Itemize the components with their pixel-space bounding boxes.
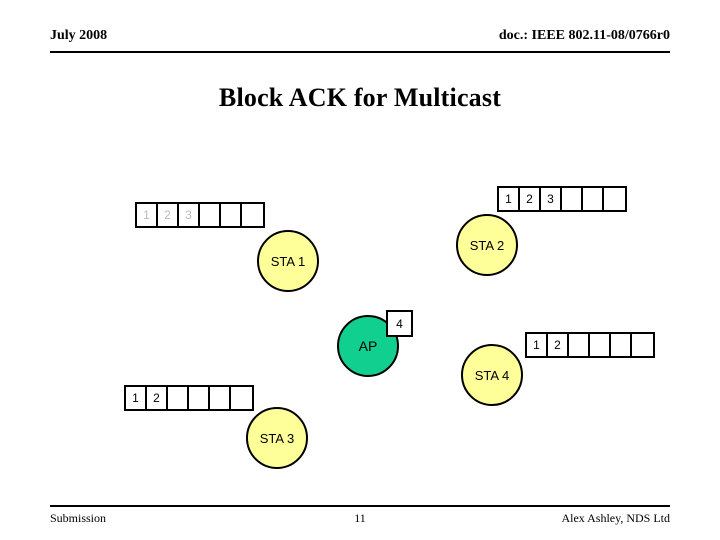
- buffer-cell: [210, 387, 231, 409]
- buffer-cell: 2: [158, 204, 179, 226]
- buffer-cell: 3: [179, 204, 200, 226]
- header-document-id: doc.: IEEE 802.11-08/0766r0: [498, 28, 670, 43]
- buffer-cell: 2: [520, 188, 541, 210]
- buffer-cell: [231, 387, 252, 409]
- buffer-sta-1: 1 2 3: [135, 202, 265, 228]
- buffer-cell: [632, 334, 653, 356]
- node-label: STA 1: [270, 253, 306, 269]
- slide-header: July 2008 doc.: IEEE 802.11-08/0766r0: [50, 28, 670, 52]
- buffer-cell: 1: [527, 334, 548, 356]
- node-sta-1: STA 1: [257, 230, 319, 292]
- buffer-cell: 3: [541, 188, 562, 210]
- node-sta-3: STA 3: [246, 407, 308, 469]
- buffer-cell: [611, 334, 632, 356]
- buffer-sta-3: 1 2: [124, 385, 254, 411]
- node-label: STA 3: [259, 430, 295, 446]
- buffer-cell: [604, 188, 625, 210]
- node-sta-4: STA 4: [461, 344, 523, 406]
- buffer-cell: [569, 334, 590, 356]
- buffer-cell: [583, 188, 604, 210]
- buffer-cell: [200, 204, 221, 226]
- buffer-cell: 2: [548, 334, 569, 356]
- page-title: Block ACK for Multicast: [218, 83, 502, 112]
- node-label: STA 4: [474, 367, 510, 383]
- ap-pending-packet-label: 4: [396, 316, 403, 331]
- buffer-cell: 1: [499, 188, 520, 210]
- footer-divider: [50, 505, 670, 507]
- slide-footer: 11 Submission Alex Ashley, NDS Ltd: [50, 511, 670, 529]
- buffer-cell: [562, 188, 583, 210]
- buffer-cell: [168, 387, 189, 409]
- header-date: July 2008: [50, 28, 108, 43]
- footer-page-number: 11: [354, 511, 366, 525]
- buffer-cell: [242, 204, 263, 226]
- header-divider: [50, 51, 670, 53]
- footer-author: Alex Ashley, NDS Ltd: [561, 511, 670, 525]
- node-label: STA 2: [469, 237, 505, 253]
- ap-pending-packet-box: 4: [386, 310, 413, 337]
- node-label: AP: [358, 338, 378, 354]
- buffer-cell: 1: [126, 387, 147, 409]
- footer-submission-label: Submission: [50, 511, 107, 525]
- node-sta-2: STA 2: [456, 214, 518, 276]
- buffer-cell: 1: [137, 204, 158, 226]
- buffer-cell: [189, 387, 210, 409]
- buffer-cell: [590, 334, 611, 356]
- buffer-sta-4: 1 2: [525, 332, 655, 358]
- buffer-cell: [221, 204, 242, 226]
- buffer-sta-2: 1 2 3: [497, 186, 627, 212]
- buffer-cell: 2: [147, 387, 168, 409]
